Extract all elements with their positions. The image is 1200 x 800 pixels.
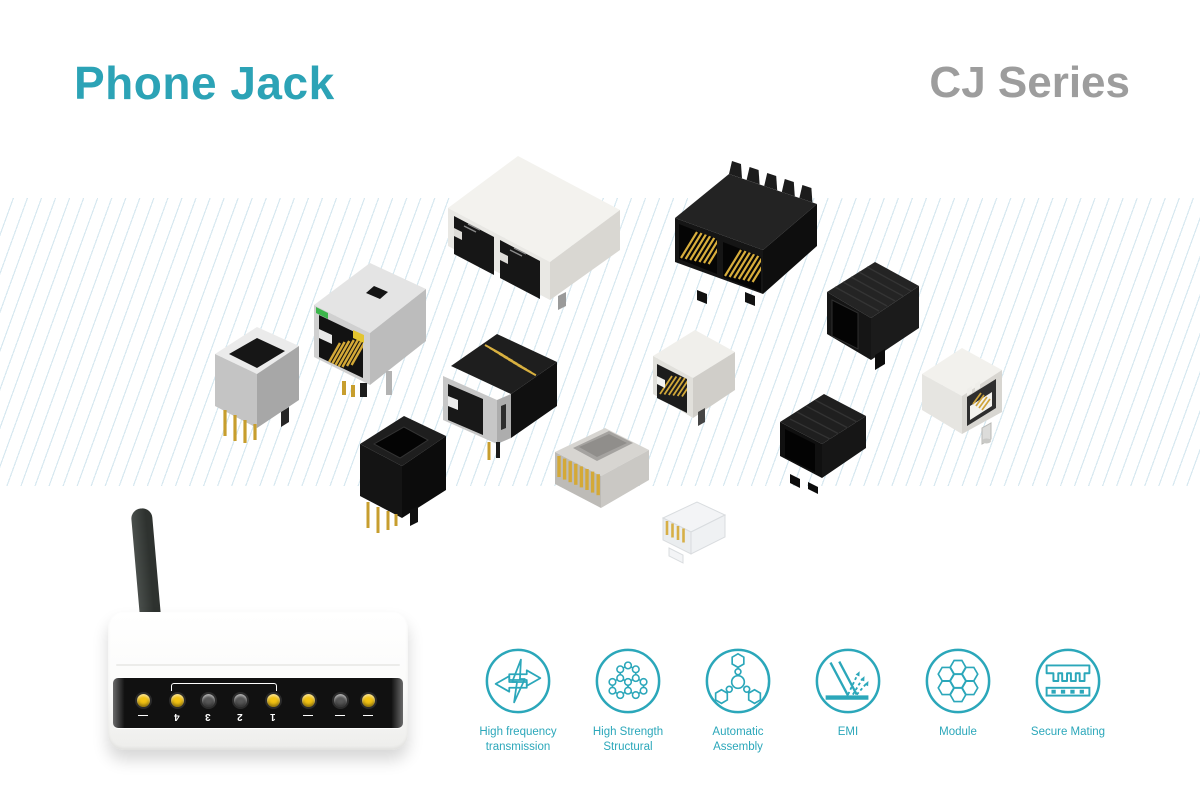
router-body: — 4 3 2 1 — — — (108, 612, 408, 750)
router-led (134, 692, 152, 709)
router-led (199, 692, 217, 709)
router-crease-line (116, 664, 400, 666)
product-ribbed-jack-black (780, 394, 866, 494)
product-dual-port-jack-black (675, 161, 817, 306)
feature-module: Module (903, 646, 1013, 755)
high-strength-structural-icon (595, 648, 661, 714)
router-led (264, 692, 282, 709)
product-dual-port-jack-white (448, 156, 620, 310)
router-led (331, 692, 349, 709)
router-port-label: — (363, 710, 373, 721)
module-icon (925, 648, 991, 714)
router-port-label: 2 (237, 711, 243, 722)
router-illustration: — 4 3 2 1 — — — (108, 506, 408, 750)
product-compact-jack-white (653, 330, 735, 426)
product-rj45-plug (555, 428, 649, 508)
page-title: Phone Jack (74, 57, 335, 109)
feature-label: Secure Mating (1030, 726, 1106, 738)
emi-icon (815, 648, 881, 714)
router-port-group-bracket (171, 683, 277, 691)
product-compact-jack-white-right (922, 348, 1002, 445)
router-front-panel: — 4 3 2 1 — — — (113, 678, 403, 728)
high-frequency-transmission-icon (485, 648, 551, 714)
router-port-label: 4 (174, 711, 180, 722)
router-led (299, 692, 317, 709)
router-led (231, 692, 249, 709)
router-port-label: — (138, 710, 148, 721)
product-shielded-jack-with-leds (314, 263, 426, 397)
product-gallery (215, 156, 1002, 564)
feature-label: Module (939, 726, 977, 738)
router-port-label: 3 (205, 711, 211, 722)
router-led (359, 692, 377, 709)
series-name: CJ Series (929, 58, 1130, 107)
secure-mating-icon (1035, 648, 1101, 714)
router-port-label: — (335, 710, 345, 721)
router-port-label: — (303, 710, 313, 721)
automatic-assembly-icon (705, 648, 771, 714)
product-jack-gold-contact-top (443, 334, 557, 460)
feature-emi: EMI (793, 646, 903, 755)
router-led (168, 692, 186, 709)
product-vertical-jack-gray (215, 327, 299, 443)
feature-label: EMI (837, 726, 859, 738)
product-vertical-jack-black (360, 416, 446, 533)
product-rj11-plug-small (661, 501, 727, 564)
product-single-port-jack-black (827, 262, 919, 370)
feature-secure-mating: Secure Mating (1013, 646, 1123, 755)
router-port-label: 1 (270, 711, 276, 722)
